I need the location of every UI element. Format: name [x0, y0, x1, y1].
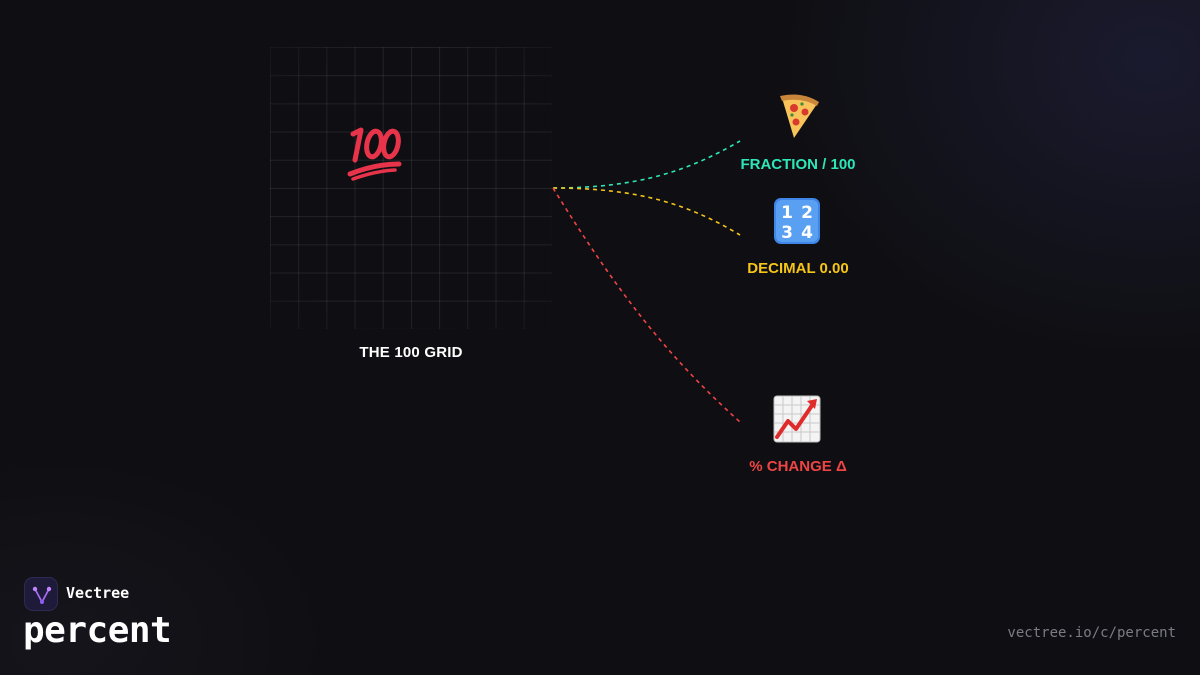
node-label-change: % CHANGE Δ [749, 458, 847, 475]
brand-logo [24, 577, 58, 611]
grid-caption: THE 100 GRID [359, 344, 463, 361]
link-decimal [552, 187, 741, 236]
brand-name: Vectree [66, 584, 130, 602]
svg-text:4: 4 [801, 223, 813, 243]
svg-text:1: 1 [781, 203, 793, 223]
pizza-slice-icon [780, 94, 819, 138]
chart-increasing-icon [773, 395, 821, 443]
node-label-decimal: DECIMAL 0.00 [747, 260, 849, 277]
hundred-grid [270, 47, 552, 329]
input-numbers-icon: 1 2 3 4 [774, 198, 820, 244]
page-title: percent [23, 610, 172, 651]
svg-text:3: 3 [781, 223, 793, 243]
link-change [552, 187, 741, 423]
hundred-points-icon [347, 127, 402, 181]
node-label-fraction: FRACTION / 100 [740, 156, 856, 173]
footer-url[interactable]: vectree.io/c/percent [1007, 625, 1176, 641]
svg-text:2: 2 [801, 203, 813, 223]
